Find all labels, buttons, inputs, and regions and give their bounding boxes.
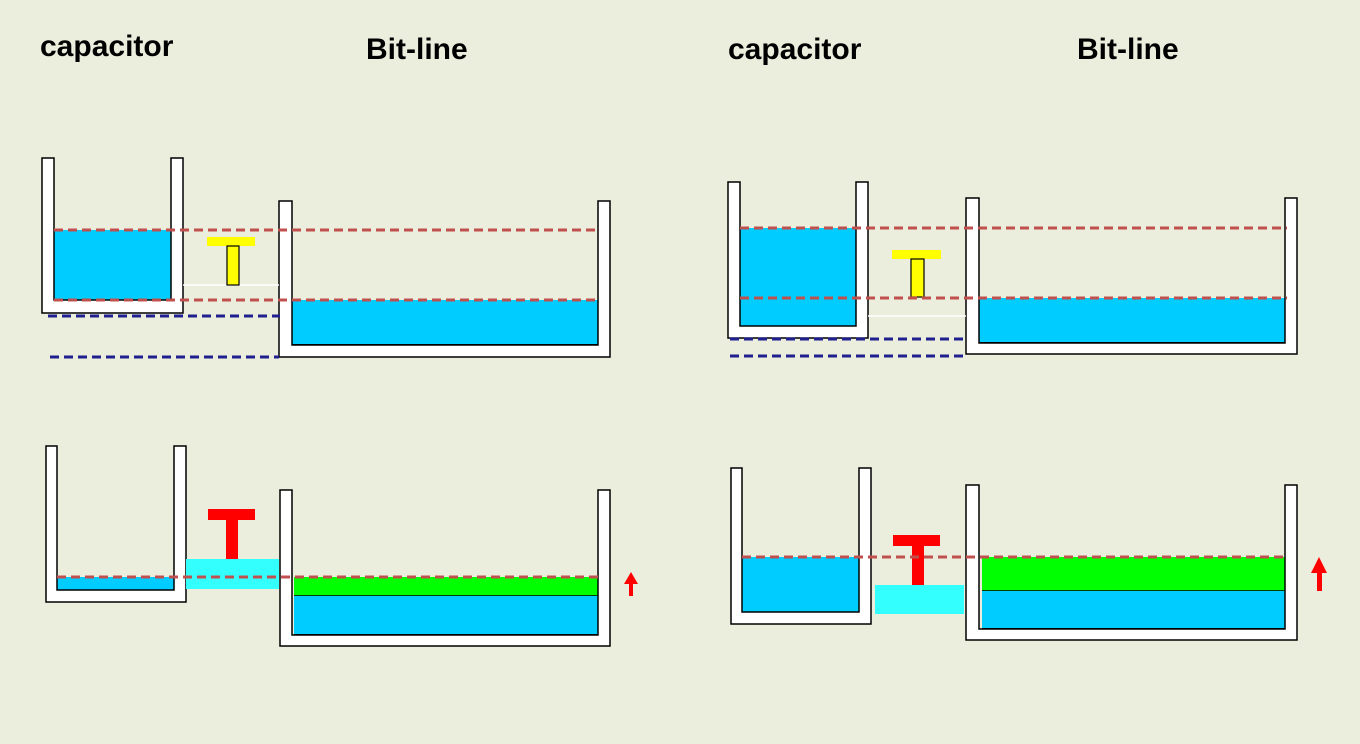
right-bottom-channel [875,585,964,614]
right-top-bitline-container [965,197,1298,355]
left-top-capacitor-water [54,230,171,300]
right-bottom-panel [730,467,1327,641]
left-bottom-t-gate-icon [208,509,255,559]
right-bitline-label: Bit-line [1077,33,1179,66]
right-bottom-up-arrow-icon [1311,557,1327,591]
left-top-t-gate-icon [207,237,255,286]
left-bottom-bitline-raised-water [294,577,598,596]
right-bottom-capacitor-container [730,467,872,625]
left-top-bitline-container [278,200,611,358]
left-bottom-channel [186,559,279,589]
right-capacitor-label: capacitor [728,33,862,66]
left-top-capacitor-container [41,157,184,314]
left-capacitor-label: capacitor [40,30,174,63]
right-top-bitline-water [979,298,1285,343]
right-top-panel [727,181,1298,358]
left-bottom-capacitor-container [45,445,187,603]
right-bottom-capacitor-water [742,557,859,612]
right-top-t-gate-icon [892,250,941,298]
left-bitline-label: Bit-line [366,33,468,66]
left-bottom-panel [45,445,638,647]
right-bottom-bitline-raised-water [982,557,1285,591]
left-top-bitline-water [292,300,598,345]
left-bottom-up-arrow-icon [624,572,638,596]
right-bottom-t-gate-icon [893,535,940,585]
left-bottom-capacitor-water [57,577,174,590]
right-bottom-bitline-water [982,591,1285,629]
left-top-panel [41,157,611,359]
right-top-capacitor-water [740,228,856,326]
left-bottom-bitline-container [279,489,611,647]
right-bottom-bitline-container [965,484,1298,641]
left-bottom-bitline-water [294,596,598,635]
